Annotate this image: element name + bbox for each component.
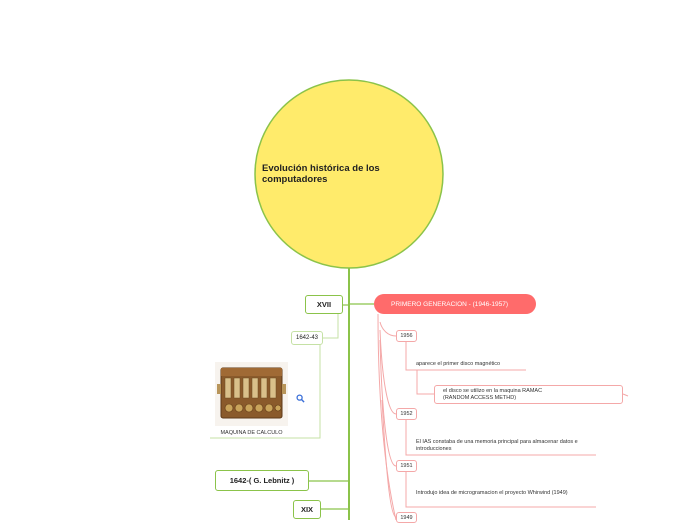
connector-1952 <box>379 329 397 415</box>
connector-1642-43 <box>322 314 339 339</box>
node-1952-label: 1952 <box>400 411 413 417</box>
node-ramac-label: el disco se utilizo en la maquina RAMAC … <box>443 387 543 401</box>
node-1952[interactable]: 1952 <box>396 408 417 420</box>
node-first-generation[interactable]: PRIMERO GENERACION - (1946-1957) <box>374 294 536 314</box>
calculating-machine-image[interactable] <box>215 362 288 426</box>
node-1642-43-label: 1642-43 <box>295 335 319 341</box>
node-leibnitz[interactable]: 1642-( G. Lebnitz ) <box>215 470 309 491</box>
connector-ramac <box>416 370 434 395</box>
node-1951[interactable]: 1951 <box>396 460 417 472</box>
root-node-title[interactable]: Evolución histórica de los computadores <box>262 163 380 185</box>
node-1956-label: 1956 <box>400 333 413 339</box>
node-xix[interactable]: XIX <box>293 500 321 519</box>
connector-1956 <box>379 321 397 337</box>
connector-machine <box>210 345 321 439</box>
underline-whirlwind <box>405 471 596 508</box>
node-1956[interactable]: 1956 <box>396 330 417 342</box>
node-xix-label: XIX <box>300 505 314 514</box>
ramac-tail <box>622 393 629 397</box>
underline-ias <box>405 419 596 456</box>
text-whirlwind[interactable]: Introdujo idea de microgramacion el proy… <box>416 490 568 496</box>
node-ramac[interactable]: el disco se utilizo en la maquina RAMAC … <box>434 385 623 404</box>
text-ias[interactable]: El IAS constaba de una memoria principal… <box>416 439 578 452</box>
node-xvii-label: XVII <box>316 300 332 309</box>
machine-caption: MAQUINA DE CALCULO <box>220 430 283 436</box>
root-node-circle[interactable] <box>254 79 444 269</box>
node-leibnitz-label: 1642-( G. Lebnitz ) <box>229 476 295 485</box>
node-xvii[interactable]: XVII <box>305 295 343 314</box>
node-1949[interactable]: 1949 <box>396 512 417 523</box>
node-1951-label: 1951 <box>400 463 413 469</box>
text-disk-first[interactable]: aparece el primer disco magnético <box>416 361 501 367</box>
node-1642-43[interactable]: 1642-43 <box>291 331 323 345</box>
zoom-icon[interactable] <box>296 394 305 403</box>
connector-generation-children <box>377 313 397 520</box>
node-first-generation-label: PRIMERO GENERACION - (1946-1957) <box>391 300 509 308</box>
connector-1949 <box>381 399 397 518</box>
node-1949-label: 1949 <box>400 514 413 521</box>
connector-1951 <box>379 339 397 467</box>
underline-disk-first <box>405 341 526 371</box>
